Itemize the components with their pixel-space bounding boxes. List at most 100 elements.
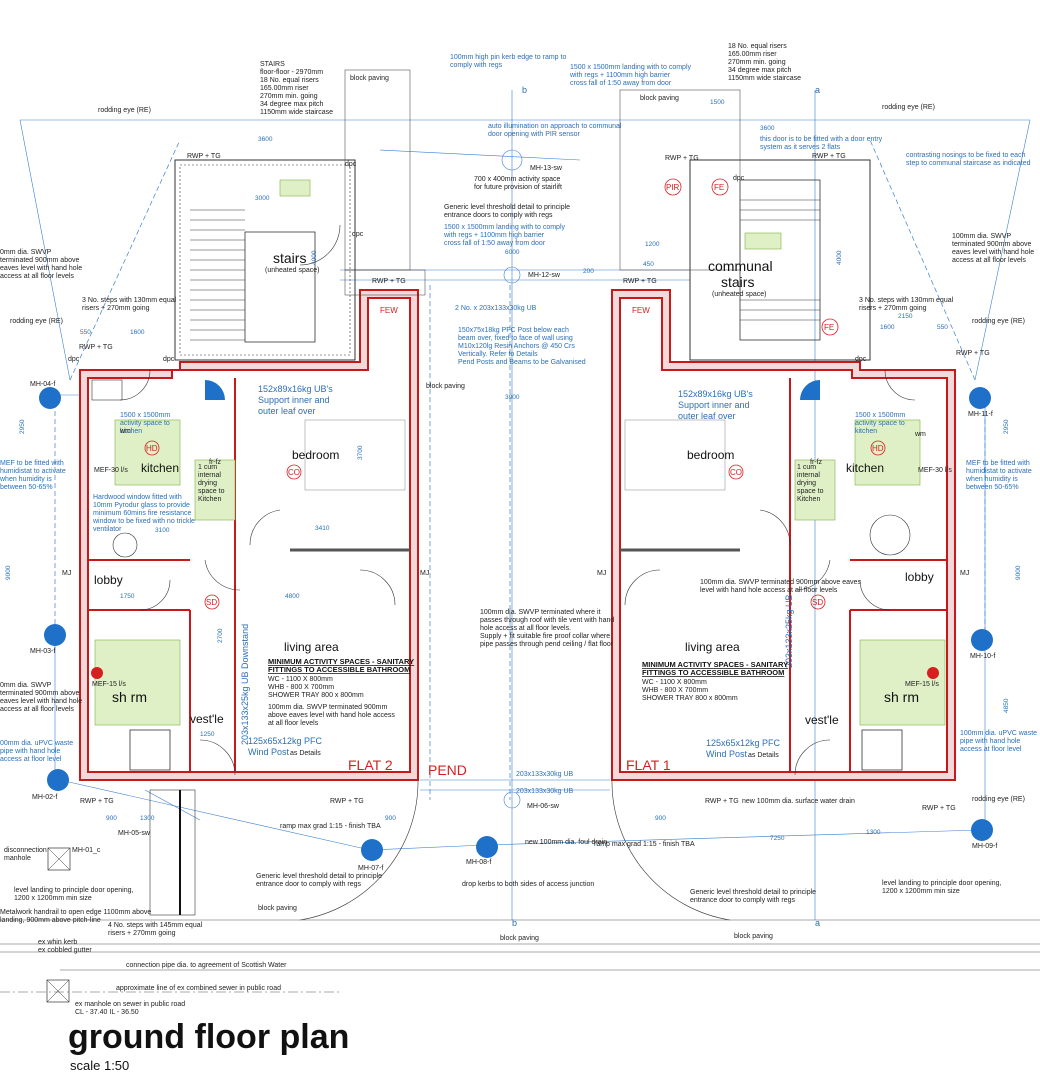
right-stair-block <box>344 69 871 361</box>
block-paving-3: block paving <box>734 933 773 940</box>
rodding-eye-right-3: rodding eye (RE) <box>972 796 1025 803</box>
wm-right: wm <box>914 431 926 438</box>
ub-left-label-2: Support inner and <box>258 395 330 405</box>
room-label-lobby-left: lobby <box>94 573 123 587</box>
block-paving-4: block paving <box>350 75 389 82</box>
block-paving-1: block paving <box>258 905 297 912</box>
room-label-vestle-right: vest'le <box>805 713 839 727</box>
rwp-tg-7: RWP + TG <box>956 350 990 357</box>
mef15-left: MEF-15 l/s <box>92 681 126 688</box>
room-label-lobby-right: lobby <box>905 570 934 584</box>
section-marker-a-bottom: a <box>815 918 820 928</box>
ub-bot2-label: 203x133x30kg UB <box>516 788 574 795</box>
room-note-communal: (unheated space) <box>712 291 766 298</box>
rwp-tg-9: RWP + TG <box>330 798 364 805</box>
mef30-right: MEF-30 l/s <box>918 467 952 474</box>
room-label-kitchen-left: kitchen <box>141 461 179 475</box>
block-paving-6: block paving <box>640 95 679 102</box>
ramp-left-note: ramp max grad 1:15 - finish TBA <box>280 823 381 830</box>
dim-2700: 2700 <box>217 628 224 643</box>
rwp-tg-2: RWP + TG <box>812 153 846 160</box>
room-label-kitchen-right: kitchen <box>846 461 884 475</box>
room-label-communal: communal <box>708 258 773 274</box>
flat2-label: FLAT 2 <box>348 757 393 773</box>
pfc-left-label: 125x65x12kg PFC <box>248 736 323 746</box>
dim-9000-right: 9000 <box>1015 565 1022 580</box>
drop-kerbs-note: drop kerbs to both sides of access junct… <box>462 881 594 888</box>
ub-right-label: 152x89x16kg UB's <box>678 389 753 399</box>
ub-left-label-3: outer leaf over <box>258 406 316 416</box>
dim-200: 200 <box>583 268 594 275</box>
mh10-label: MH-10-f <box>970 653 995 660</box>
pfc-left-label-3: as Details <box>290 750 321 757</box>
room-note-stairs: (unheated space) <box>265 267 319 274</box>
manhole-mh07 <box>361 839 383 861</box>
left-stair-block <box>174 159 356 361</box>
drawing-title: ground floor plan <box>68 1018 350 1056</box>
dpc-1: dpc <box>68 356 80 363</box>
room-label-vestle-left: vest'le <box>190 712 224 726</box>
note-svvp-eaves: 100mm dia. SWVP terminated 900mm above e… <box>700 579 861 594</box>
dpc-5: dpc <box>345 161 357 168</box>
ub-bot1-label: 203x133x30kg UB <box>516 771 574 778</box>
dim-1250: 1250 <box>200 731 215 738</box>
sd-symbol-left: SD <box>206 598 217 607</box>
downstand-left-label: 203x133x25kg UB Downstand <box>240 624 250 745</box>
mef30-left: MEF-30 l/s <box>94 467 128 474</box>
manhole-mh08 <box>476 836 498 858</box>
dim-900-1: 900 <box>106 815 117 822</box>
few-symbol-left: FEW <box>380 306 398 315</box>
hd-symbol-right: HD <box>872 444 884 453</box>
dpc-2: dpc <box>163 356 175 363</box>
dim-900-2: 900 <box>385 815 396 822</box>
dim-2950-left: 2950 <box>19 419 26 434</box>
pfc-right-label: 125x65x12kg PFC <box>706 738 781 748</box>
mh09-label: MH-09-f <box>972 843 997 850</box>
pend-label: PEND <box>428 762 467 778</box>
ub-top-label: 2 No. x 203x133x30kg UB <box>455 305 537 312</box>
mh11-label: MH-11-f <box>968 411 993 418</box>
dim-3600-right: 3600 <box>760 125 775 132</box>
hd-symbol-left: HD <box>146 444 158 453</box>
room-label-communal-stairs: stairs <box>721 274 754 290</box>
mj-label-3: MJ <box>597 570 606 577</box>
pfc-right-label-3: as Details <box>748 752 779 759</box>
dim-450: 450 <box>643 261 654 268</box>
mh02-label: MH-02-f <box>32 794 57 801</box>
dim-1200: 1200 <box>645 241 660 248</box>
room-label-living-right: living area <box>685 640 740 654</box>
note-threshold: Generic level threshold detail to princi… <box>444 204 570 219</box>
mef15-right: MEF-15 l/s <box>905 681 939 688</box>
dim-4000-left: 4000 <box>311 250 318 265</box>
drawing-scale: scale 1:50 <box>70 1058 130 1073</box>
dim-1750: 1750 <box>120 593 135 600</box>
block-paving-5: block paving <box>426 383 465 390</box>
rwp-tg-6: RWP + TG <box>79 344 113 351</box>
new-sw-note: new 100mm dia. surface water drain <box>742 798 855 805</box>
ex-cobbled-note: ex cobbled gutter <box>38 947 92 954</box>
flat1-walls <box>611 289 956 781</box>
section-marker-b-bottom: b <box>512 918 517 928</box>
rwp-tg-1: RWP + TG <box>187 153 221 160</box>
dim-2950-right: 2950 <box>1003 419 1010 434</box>
